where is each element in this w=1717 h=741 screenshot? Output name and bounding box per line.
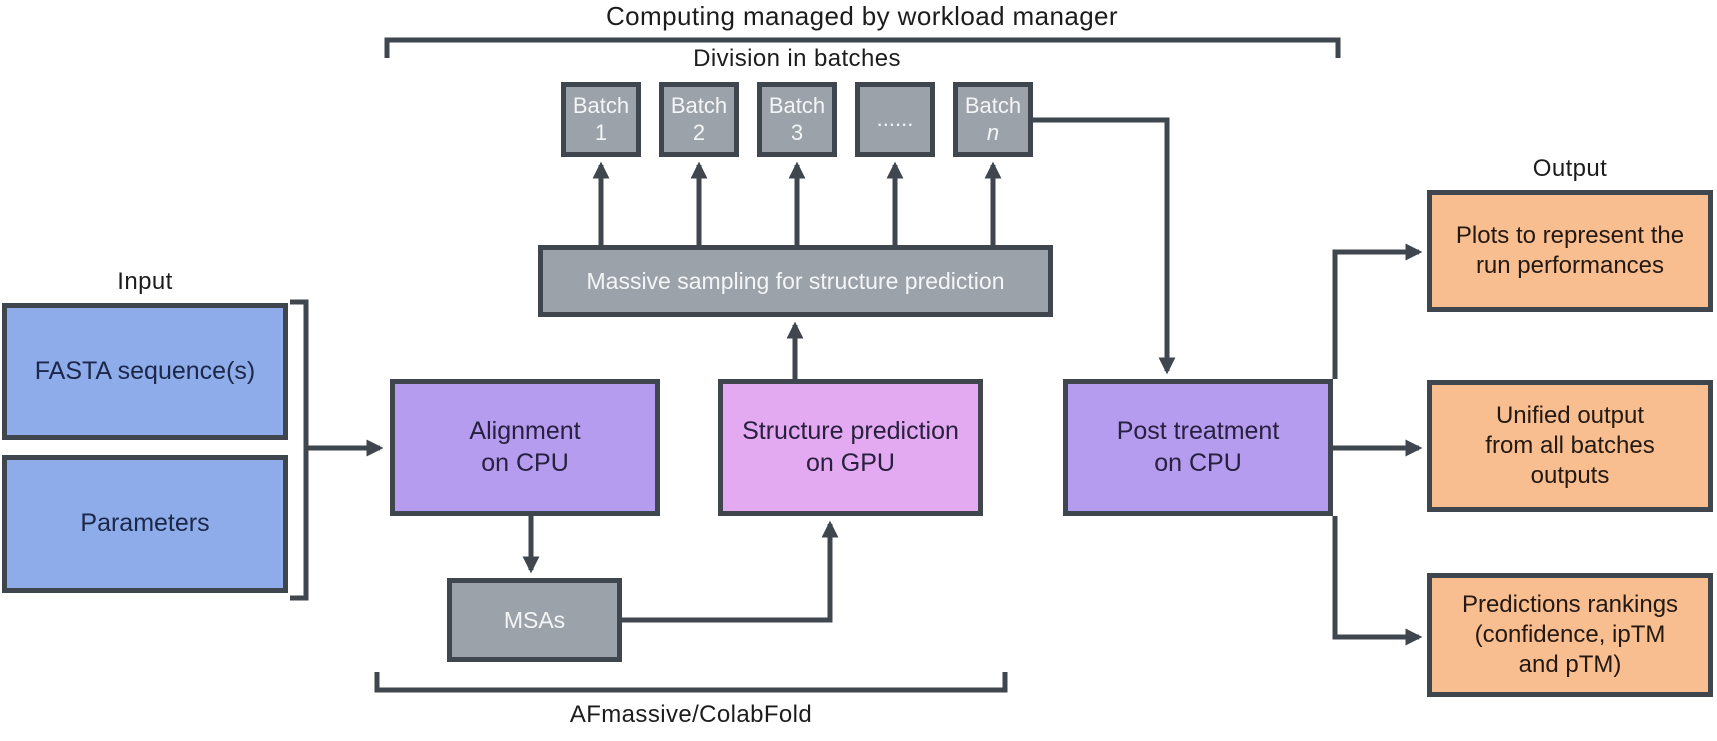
batch-node-1: Batch 1 [561, 82, 641, 157]
output-plots-node: Plots to represent the run performances [1427, 190, 1713, 312]
top-bracket [384, 37, 1341, 58]
batch-node-3: Batch 3 [757, 82, 837, 157]
parameters-node: Parameters [2, 455, 288, 593]
batch-label: Batch [670, 93, 728, 119]
batch-number: 2 [692, 119, 706, 145]
workload-manager-title: Computing managed by workload manager [606, 1, 1118, 31]
output-rankings-node: Predictions rankings (confidence, ipTM a… [1427, 573, 1713, 697]
msas-node: MSAs [447, 578, 622, 662]
output-title: Output [1532, 155, 1608, 182]
batch-node-n: Batch n [953, 82, 1033, 157]
arrow-post-to-plots [1332, 243, 1423, 379]
division-in-batches-title: Division in batches [693, 45, 901, 72]
input-bracket [290, 299, 309, 601]
batch-label: Batch [768, 93, 826, 119]
batch-number: 1 [594, 119, 608, 145]
input-title: Input [117, 268, 173, 295]
fasta-sequences-node: FASTA sequence(s) [2, 303, 288, 440]
arrow-post-to-rankings [1332, 516, 1423, 646]
batch-label: Batch [964, 93, 1022, 119]
arrow-batch-n-to-post-treatment [1033, 117, 1176, 375]
structure-prediction-gpu-node: Structure prediction on GPU [718, 379, 983, 516]
alignment-cpu-node: Alignment on CPU [390, 379, 660, 516]
output-unified-node: Unified output from all batches outputs [1427, 380, 1713, 512]
batch-label: Batch [572, 93, 630, 119]
batch-node-2: Batch 2 [659, 82, 739, 157]
batch-node-ellipsis: ...... [855, 82, 935, 157]
batch-number: 3 [790, 119, 804, 145]
arrow-msas-to-gpu [622, 520, 839, 623]
batch-number: n [986, 119, 1000, 145]
bottom-bracket [374, 672, 1008, 693]
post-treatment-cpu-node: Post treatment on CPU [1063, 379, 1333, 516]
massive-sampling-node: Massive sampling for structure predictio… [538, 245, 1053, 317]
batch-ellipsis: ...... [876, 106, 914, 132]
afmassive-colabfold-label: AFmassive/ColabFold [569, 701, 813, 728]
